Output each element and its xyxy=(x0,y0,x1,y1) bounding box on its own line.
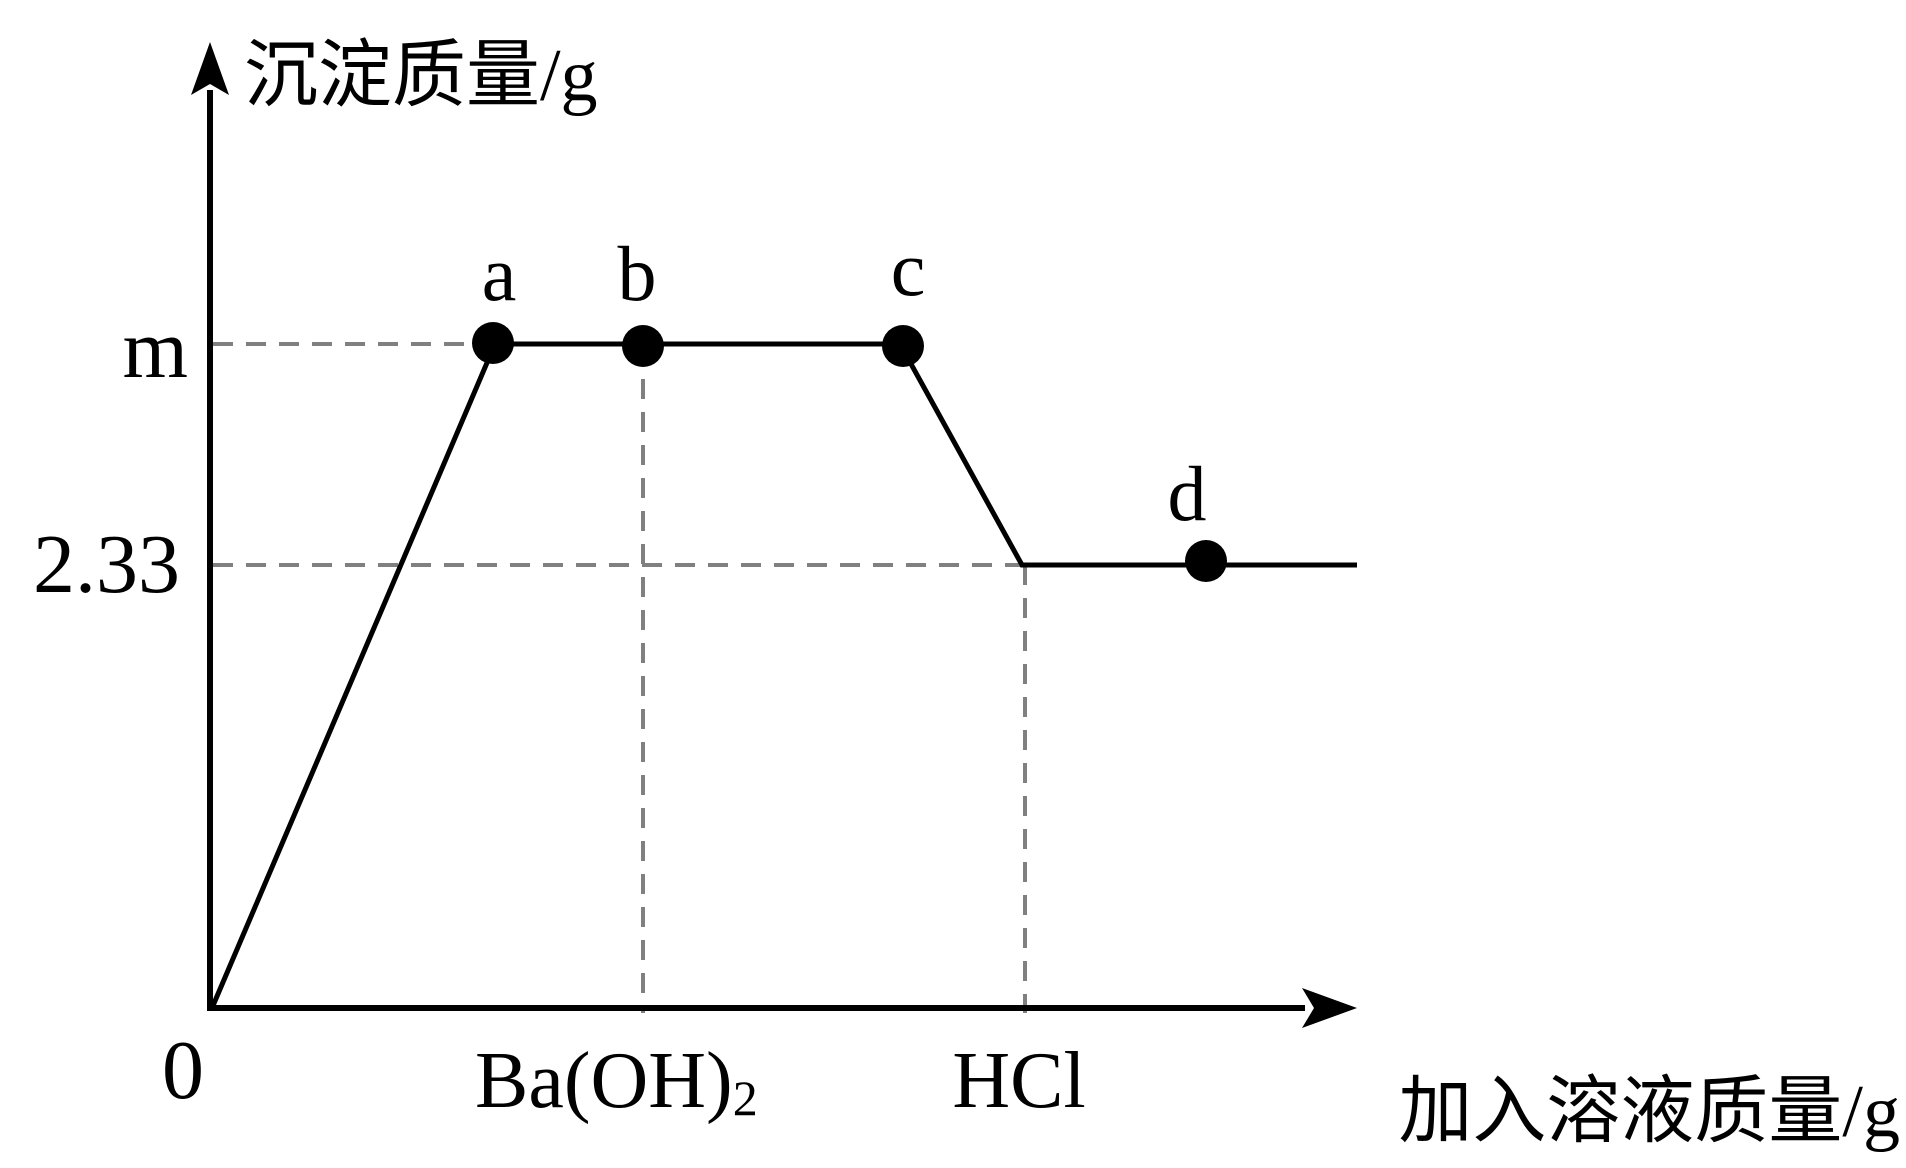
origin-label: 0 xyxy=(162,1024,204,1117)
point-label-b: b xyxy=(618,230,657,317)
point-d xyxy=(1185,540,1227,582)
point-label-a: a xyxy=(482,230,517,317)
y-axis-title: 沉淀质量/g xyxy=(244,35,598,117)
x-marker-label-baoh2: Ba(OH)2 xyxy=(475,1037,758,1126)
x-axis-title: 加入溶液质量/g xyxy=(1398,1071,1900,1153)
y-axis-arrow-icon xyxy=(191,42,229,95)
y-tick-label-m: m xyxy=(123,303,188,396)
baoh2-subscript: 2 xyxy=(733,1070,758,1126)
point-a xyxy=(472,322,514,364)
guide-lines xyxy=(213,342,1027,1013)
point-label-c: c xyxy=(891,225,926,312)
x-marker-label-hcl: HCl xyxy=(952,1037,1085,1125)
series-line xyxy=(209,341,1357,1009)
data-points xyxy=(472,322,1227,582)
y-tick-label-233: 2.33 xyxy=(33,518,180,611)
point-b xyxy=(622,325,664,367)
x-axis-arrow-icon xyxy=(1302,988,1357,1028)
point-label-d: d xyxy=(1168,450,1207,537)
baoh2-main-text: Ba(OH) xyxy=(475,1037,733,1125)
point-c xyxy=(882,325,924,367)
axes xyxy=(207,90,1305,1011)
